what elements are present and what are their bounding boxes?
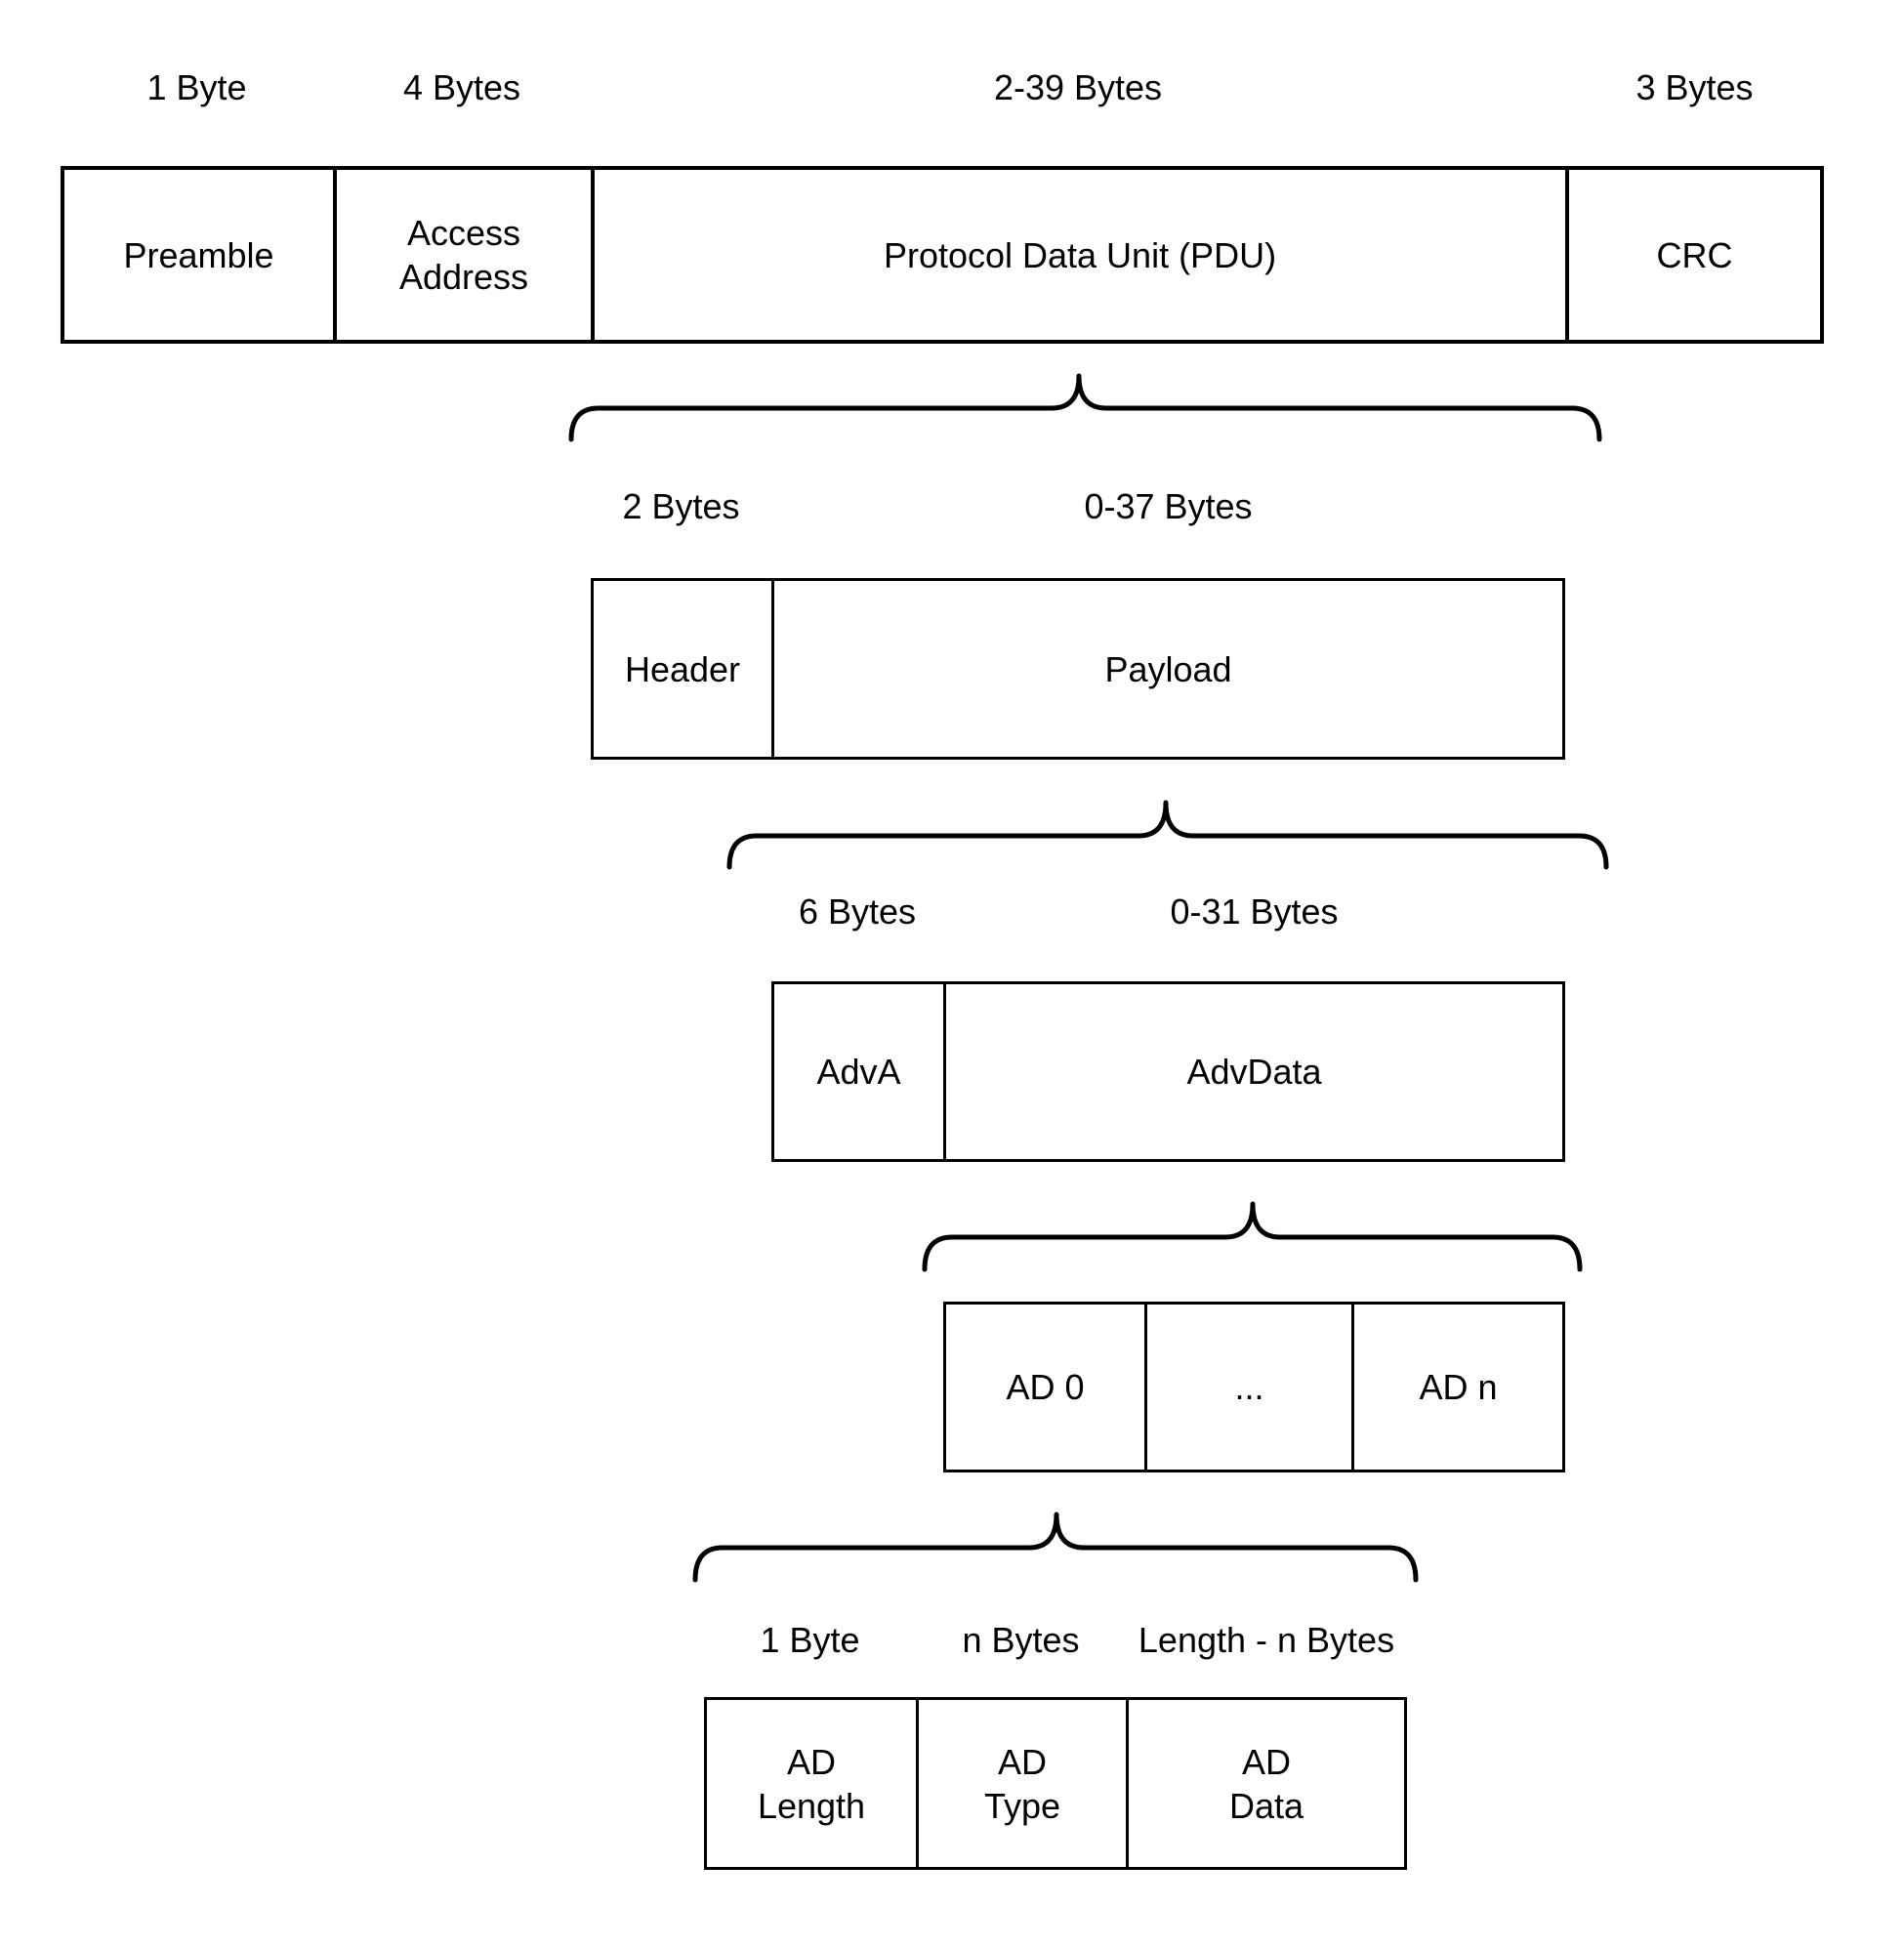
field-crc: CRC (1565, 170, 1820, 340)
packet-row: Preamble Access Address Protocol Data Un… (61, 166, 1824, 344)
size-label-ad-type: n Bytes (962, 1620, 1080, 1660)
field-pdu-label: Protocol Data Unit (PDU) (883, 234, 1277, 275)
field-preamble-label: Preamble (123, 234, 274, 275)
field-ad-type-label: AD Type (983, 1741, 1061, 1826)
field-adn: AD n (1351, 1305, 1562, 1470)
size-label-access-address: 4 Bytes (402, 67, 521, 107)
brace-payload-to-adva-advdata (726, 800, 1609, 870)
field-pdu: Protocol Data Unit (PDU) (591, 170, 1565, 340)
field-ad-length: AD Length (707, 1700, 916, 1867)
field-access-address-label: Access Address (398, 213, 529, 297)
field-header: Header (594, 581, 771, 757)
brace-pdu-to-header-payload (568, 373, 1602, 442)
field-access-address: Access Address (333, 170, 591, 340)
size-label-ad-data: Length - n Bytes (1138, 1620, 1395, 1660)
field-ad-ellipsis: ... (1144, 1305, 1351, 1470)
field-payload-label: Payload (1104, 648, 1232, 689)
field-ad-ellipsis-label: ... (1234, 1367, 1264, 1407)
field-crc-label: CRC (1656, 234, 1733, 275)
field-ad0: AD 0 (946, 1305, 1144, 1470)
size-label-crc: 3 Bytes (1635, 67, 1754, 107)
field-adva-label: AdvA (816, 1052, 901, 1092)
pdu-row: Header Payload (591, 578, 1565, 760)
size-label-adva: 6 Bytes (798, 891, 917, 932)
size-label-preamble: 1 Byte (146, 67, 247, 107)
size-label-advdata: 0-31 Bytes (1170, 891, 1339, 932)
brace-advdata-to-ad-list (922, 1201, 1583, 1272)
field-ad-data-label: AD Data (1228, 1741, 1304, 1826)
field-adva: AdvA (774, 984, 943, 1159)
field-ad-type: AD Type (916, 1700, 1126, 1867)
field-ad-data: AD Data (1126, 1700, 1404, 1867)
size-label-pdu: 2-39 Bytes (993, 67, 1163, 107)
size-label-payload: 0-37 Bytes (1084, 486, 1253, 526)
field-advdata: AdvData (943, 984, 1562, 1159)
field-header-label: Header (624, 648, 741, 689)
ad-structure-row: AD Length AD Type AD Data (704, 1697, 1407, 1870)
size-label-ad-length: 1 Byte (760, 1620, 860, 1660)
size-label-header: 2 Bytes (622, 486, 740, 526)
brace-ad0-to-ad-structure (692, 1512, 1419, 1583)
field-adn-label: AD n (1419, 1367, 1498, 1407)
payload-row: AdvA AdvData (771, 981, 1565, 1162)
field-ad0-label: AD 0 (1006, 1367, 1085, 1407)
field-ad-length-label: AD Length (757, 1741, 866, 1826)
ad-list-row: AD 0 ... AD n (943, 1302, 1565, 1472)
field-advdata-label: AdvData (1186, 1052, 1322, 1092)
field-payload: Payload (771, 581, 1562, 757)
field-preamble: Preamble (64, 170, 333, 340)
